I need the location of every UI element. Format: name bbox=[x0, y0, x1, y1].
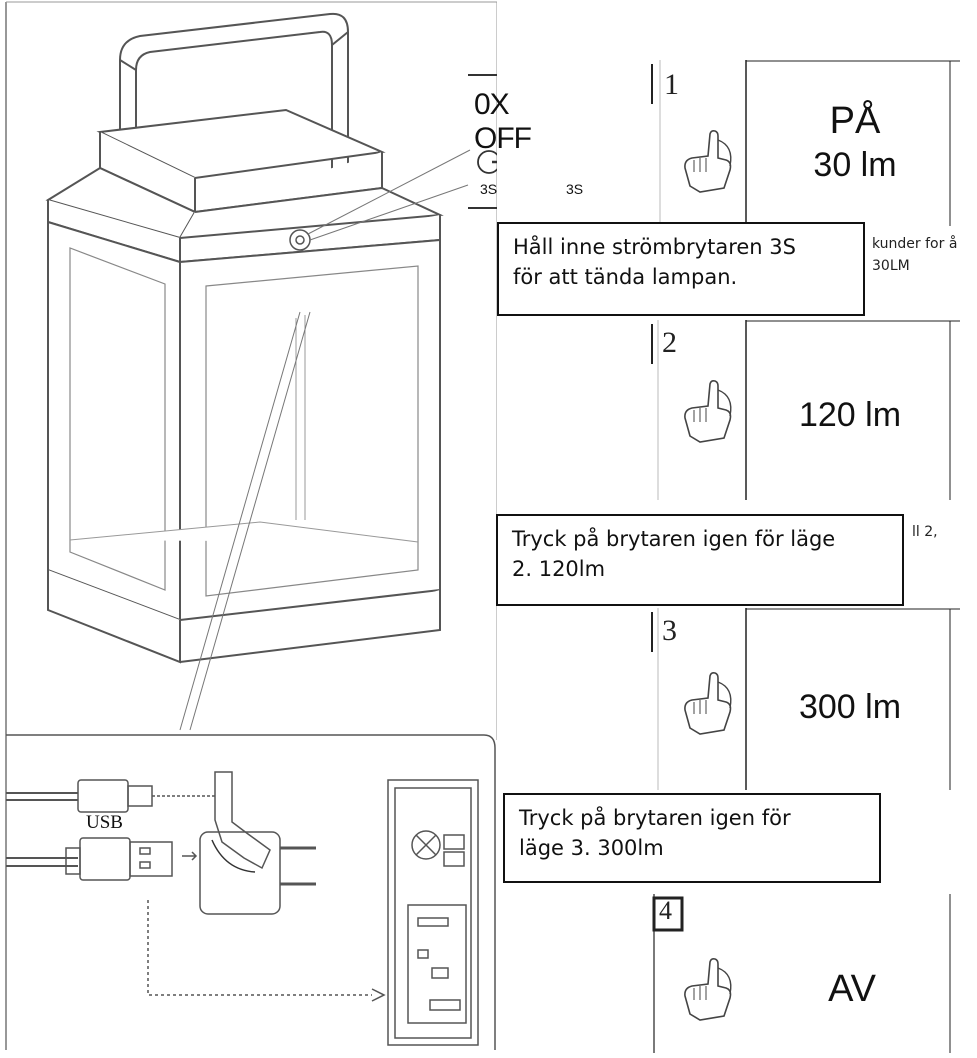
mode-label: 0X OFF bbox=[474, 88, 532, 155]
charging-panel bbox=[6, 734, 496, 1050]
power-switch-on-lamp bbox=[289, 229, 311, 251]
partial-text-2: ll 2, bbox=[912, 524, 938, 540]
caption-step-3-line1: Tryck på brytaren igen för bbox=[519, 806, 791, 830]
lantern-drawing bbox=[5, 1, 612, 1050]
usb-label: USB bbox=[86, 812, 123, 833]
hand-press-icon bbox=[684, 380, 732, 443]
step-1-panel: 1 PÅ 30 lm bbox=[650, 60, 960, 226]
step-1-number: 1 bbox=[664, 68, 679, 101]
caption-step-2: Tryck på brytaren igen för läge 2. 120lm bbox=[496, 514, 904, 606]
handle bbox=[119, 12, 349, 200]
step-2-panel: 2 120 lm bbox=[650, 320, 960, 500]
press-time-2: 3S bbox=[566, 181, 584, 197]
lantern-illustration: 0X OFF 3S 3S USB bbox=[5, 1, 612, 1050]
step-3-label-lumen: 300 lm bbox=[798, 688, 902, 726]
hand-press-icon bbox=[684, 958, 732, 1021]
lantern-body bbox=[47, 220, 441, 664]
step-1-label-lumen: 30 lm bbox=[813, 146, 897, 184]
step-4-number: 4 bbox=[659, 896, 672, 925]
step-2-number: 2 bbox=[662, 326, 677, 359]
caption-step-1: Håll inne strömbrytaren 3S för att tända… bbox=[497, 222, 865, 316]
step-4-panel: 4 AV bbox=[652, 894, 960, 1053]
caption-step-2-line1: Tryck på brytaren igen för läge bbox=[512, 527, 836, 551]
partial-text-1b: 30LM bbox=[872, 258, 910, 274]
partial-text-1a: kunder for å bbox=[872, 236, 958, 252]
caption-step-1-line2: för att tända lampan. bbox=[513, 265, 738, 289]
hand-press-icon bbox=[684, 672, 732, 735]
step-2-label-lumen: 120 lm bbox=[798, 396, 902, 434]
step-3-panel: 3 300 lm bbox=[650, 608, 960, 790]
press-time-1: 3S bbox=[480, 181, 498, 197]
hand-press-icon bbox=[684, 130, 732, 193]
step-3-number: 3 bbox=[662, 614, 677, 647]
caption-step-2-line2: 2. 120lm bbox=[512, 557, 606, 581]
caption-step-3: Tryck på brytaren igen för läge 3. 300lm bbox=[503, 793, 881, 883]
caption-step-3-line2: läge 3. 300lm bbox=[519, 836, 664, 860]
roof bbox=[45, 166, 444, 264]
caption-step-1-line1: Håll inne strömbrytaren 3S bbox=[513, 235, 796, 259]
step-1-label-on: PÅ bbox=[829, 100, 881, 142]
step-4-label-off: AV bbox=[828, 968, 876, 1010]
